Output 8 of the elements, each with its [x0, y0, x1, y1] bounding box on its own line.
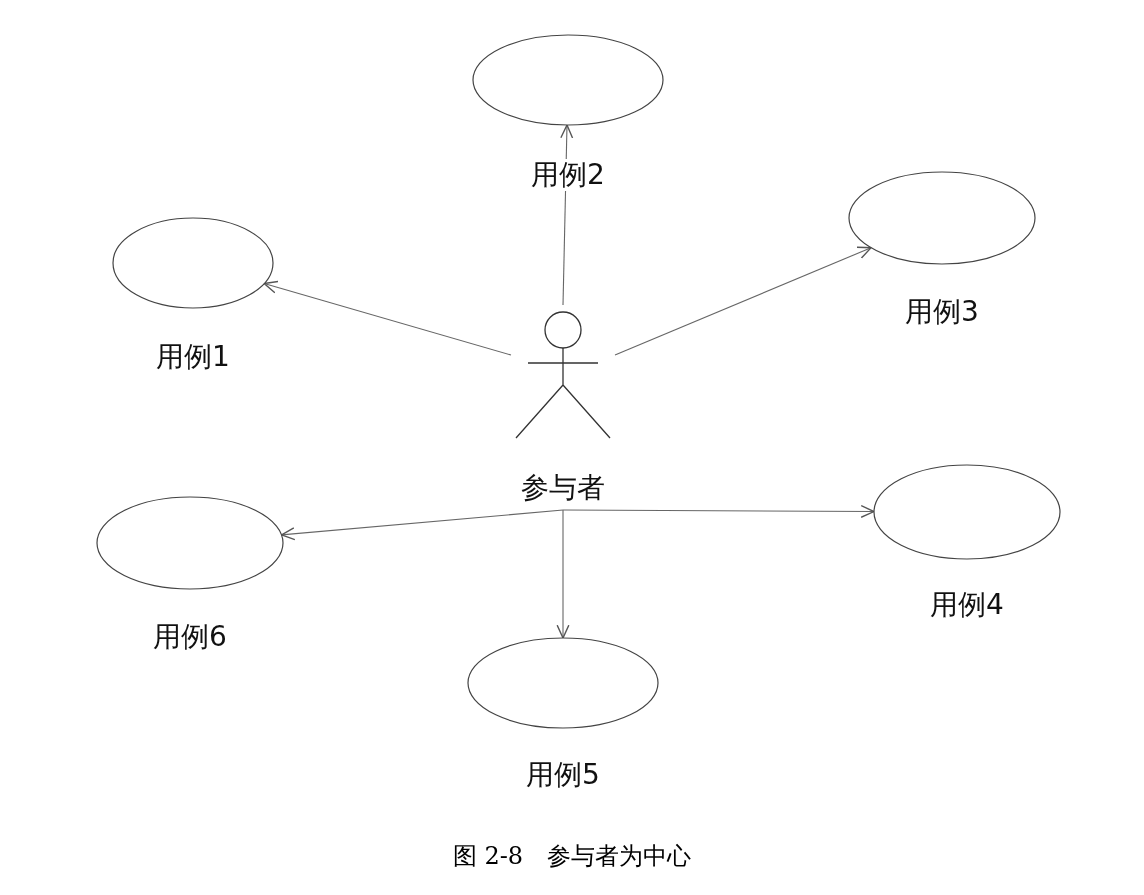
arrow	[556, 509, 570, 639]
figure-caption: 图 2-8 参与者为中心	[452, 841, 692, 872]
use-case-label: 用例4	[928, 589, 1006, 621]
arrow	[280, 509, 564, 541]
arrow	[614, 246, 872, 356]
actor-label: 参与者	[519, 472, 607, 504]
arrow	[562, 504, 875, 518]
arrow	[263, 280, 512, 356]
